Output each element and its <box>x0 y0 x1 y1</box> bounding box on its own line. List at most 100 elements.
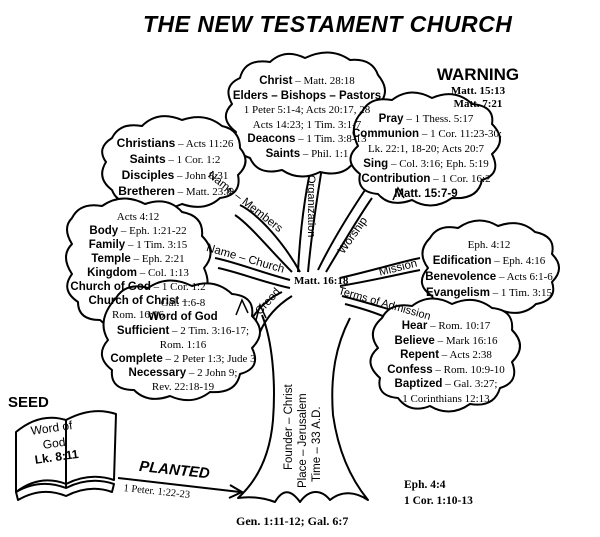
cloud-ref: Acts 4:12 <box>116 211 160 223</box>
cloud-line: Elders – Bishops – Pastors <box>232 87 382 103</box>
cloud-ref: Lk. 22:1, 18-20; Acts 20:7 <box>367 143 485 155</box>
cloud-line: Sing – Col. 3:16; Eph. 5:19 <box>352 155 500 171</box>
cloud-ref: 1 Corinthians 12:13 <box>402 392 490 405</box>
cloud-line: Hear – Rom. 10:17 <box>372 317 520 333</box>
center-ref: Matt. 16:18 <box>294 275 349 287</box>
book-icon <box>15 410 117 501</box>
cloud-term: Church of Christ <box>88 295 180 307</box>
cloud-ref: Rev. 22:18-19 <box>151 381 215 393</box>
trunk-founder: Founder – Christ <box>283 384 295 470</box>
cloud-line: Word of God <box>108 308 258 324</box>
cloud-term: Pray <box>378 113 404 125</box>
cloud-ref: Gal. 1:6-8 <box>160 297 206 309</box>
cloud-ref: – 1 Cor. 16:2 <box>430 173 491 185</box>
cloud-term: Contribution <box>361 173 431 185</box>
cloud-term: Confess <box>387 363 433 376</box>
cloud-line: Matt. 15:7-9 <box>352 185 500 201</box>
warning-block: WARNING Matt. 15:13 Matt. 7:21 <box>418 66 538 110</box>
cloud-line: Communion – 1 Cor. 11:23-30; <box>352 125 503 141</box>
cloud-line: Baptized – Gal. 3:27; <box>372 375 520 391</box>
cloud-ref: – Acts 2:38 <box>439 349 492 361</box>
cloud-ref: – 1 Tim. 3:15 <box>489 287 552 299</box>
cloud-line: Confess – Rom. 10:9-10 <box>372 361 520 377</box>
cloud-line: Church of God – 1 Cor. 1:2 <box>68 278 208 294</box>
cloud-ref: 1 Peter 5:1-4; Acts 20:17, 28 <box>243 104 371 116</box>
cloud-ref: – 2 Peter 1:3; Jude 3 <box>162 353 256 365</box>
trunk-place: Place – Jerusalem <box>297 393 309 488</box>
cloud-line: Sufficient – 2 Tim. 3:16-17; <box>108 322 258 338</box>
cloud-ref: – John 8:31 <box>174 170 229 182</box>
cloud-ref: – 1 Cor. 1:2 <box>150 281 206 293</box>
cloud-line: Acts 14:23; 1 Tim. 3:1-7 <box>232 116 382 132</box>
cloud-term: Temple <box>91 253 131 265</box>
cloud-ref: – Acts 11:26 <box>175 138 234 150</box>
cloud-ref: – Eph. 1:21-22 <box>118 225 187 237</box>
cloud-line: Body – Eph. 1:21-22 <box>68 222 208 238</box>
planted-arrow <box>117 477 245 499</box>
cloud-mission <box>421 219 560 316</box>
cloud-line: Church of Christ – <box>68 292 208 308</box>
cloud-term: Evangelism <box>426 287 490 299</box>
cloud-line: Contribution – 1 Cor. 16:2 <box>352 170 500 186</box>
cloud-ref: – 2 Tim. 3:16-17; <box>169 325 250 337</box>
cloud-line: Believe – Mark 16:16 <box>372 332 520 348</box>
cloud-term: Sufficient <box>116 325 170 337</box>
cloud-ref: Acts 14:23; 1 Tim. 3:1-7 <box>252 118 362 131</box>
cloud-line: Rev. 22:18-19 <box>108 378 258 394</box>
cloud-members <box>101 115 247 210</box>
cloud-line: Rom. 16:16 <box>68 306 208 322</box>
warning-ref: Matt. 15:13 <box>450 85 506 97</box>
cloud-term: Complete <box>110 353 163 365</box>
cloud-ref: Rom. 1:16 <box>159 339 207 351</box>
cloud-line: Family – 1 Tim. 3:15 <box>68 236 208 252</box>
cloud-line: Lk. 22:1, 18-20; Acts 20:7 <box>352 140 500 156</box>
cloud-ref: – 1 Thess. 5:17 <box>403 113 474 125</box>
cloud-ref: – Col. 1:13 <box>136 267 189 279</box>
cloud-line: Acts 4:12 <box>68 208 208 224</box>
cloud-line: 1 Peter 5:1-4; Acts 20:17, 28 <box>232 101 382 117</box>
cloud-ref: – 1 Tim. 3:8-13 <box>295 133 367 145</box>
cloud-admission <box>369 297 521 413</box>
cloud-ref: – Col. 3:16; Eph. 5:19 <box>388 158 489 170</box>
cloud-line: Pray – 1 Thess. 5:17 <box>352 110 500 126</box>
branch-name-church <box>214 257 291 289</box>
cloud-ref: – Acts 6:1-6 <box>496 271 553 283</box>
cloud-line: Saints – Phil. 1:1 <box>232 145 382 161</box>
cloud-term: Sing <box>363 158 389 170</box>
cloud-line: Kingdom – Col. 1:13 <box>68 264 208 280</box>
bottom-right-ref: Eph. 4:4 <box>404 479 446 491</box>
cloud-term: Matt. 15:7-9 <box>394 188 458 200</box>
cloud-line: 1 Corinthians 12:13 <box>372 390 520 406</box>
cloud-line: Rom. 1:16 <box>108 336 258 352</box>
cloud-line: Saints – 1 Cor. 1:2 <box>104 151 246 167</box>
bottom-right-ref: 1 Cor. 1:10-13 <box>404 495 473 507</box>
cloud-ref: – 1 Cor. 11:23-30; <box>419 128 503 140</box>
cloud-line: Eph. 4:12 <box>420 236 558 252</box>
cloud-line: Edification – Eph. 4:16 <box>420 252 558 268</box>
cloud-term: Family <box>88 239 126 251</box>
cloud-term: Christians <box>116 136 176 150</box>
cloud-term: Hear <box>401 320 428 332</box>
cloud-term: Church of God <box>70 281 151 293</box>
cloud-term: Kingdom <box>87 267 137 279</box>
warning-ref: Matt. 7:21 <box>453 98 503 110</box>
cloud-ref: – <box>179 295 188 307</box>
branch-mission <box>339 257 421 287</box>
bottom-center-ref: Gen. 1:11-12; Gal. 6:7 <box>236 514 349 528</box>
cloud-term: Christ <box>259 75 293 87</box>
cloud-term: Body <box>89 225 119 237</box>
cloud-term: Disciples <box>121 168 175 182</box>
branch-name-members <box>234 204 301 273</box>
cloud-ref: – 1 Cor. 1:2 <box>165 154 221 166</box>
tree-trunk <box>237 314 369 503</box>
cloud-ref: – Eph. 4:16 <box>491 255 546 267</box>
cloud-worship <box>349 91 501 207</box>
cloud-ref: – Rom. 10:9-10 <box>432 363 505 376</box>
cloud-ref: – 1 Tim. 3:15 <box>125 239 188 251</box>
cloud-line: Necessary – 2 John 9; <box>108 364 258 380</box>
warning-heading: WARNING <box>436 65 520 84</box>
cloud-term: Repent <box>400 349 440 361</box>
trunk-time: Time – 33 A.D. <box>311 406 323 482</box>
